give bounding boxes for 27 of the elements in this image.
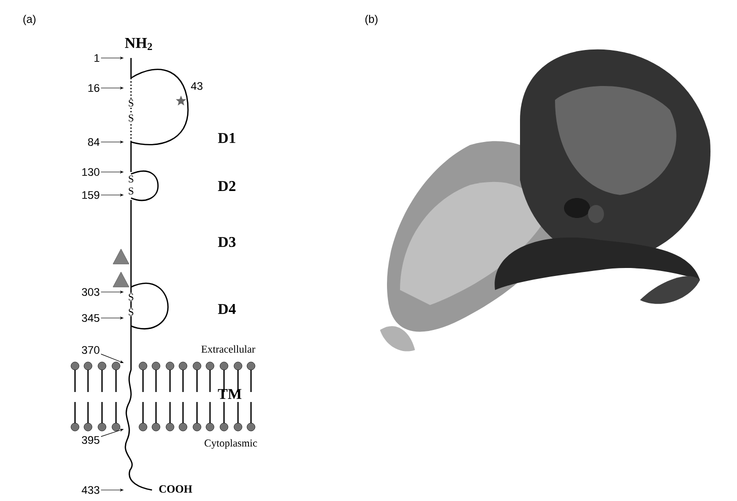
disulfide-label: S [128,308,134,316]
terminus-label: NH$_{2}$ [125,38,152,50]
residue-number: 433 [82,486,100,494]
region-label: Extracellular [201,345,256,353]
disulfide-label: S [128,174,134,184]
disulfide-label: S [128,292,134,302]
residue-number: 84 [88,138,100,146]
disulfide-label: S [128,98,134,108]
domain-label: D1 [218,133,236,143]
panel-label: (b) [365,14,378,26]
domain-label: D4 [218,304,236,314]
residue-number: 345 [82,314,100,322]
residue-number: 16 [88,84,100,92]
residue-number: 303 [82,288,100,296]
residue-number: 395 [82,436,100,444]
residue-number: 130 [82,168,100,176]
domain-label: D3 [218,236,236,248]
terminus-label: COOH [159,485,192,493]
domain-label: D2 [218,181,236,191]
residue-number: 159 [82,191,100,199]
disulfide-label: S [128,186,134,196]
disulfide-label: S [128,114,134,122]
residue-number: 1 [94,54,100,62]
panel-label: (a) [23,14,36,26]
residue-number: 370 [82,346,100,354]
region-label: Cytoplasmic [204,439,257,449]
region-label: TM [218,389,242,399]
